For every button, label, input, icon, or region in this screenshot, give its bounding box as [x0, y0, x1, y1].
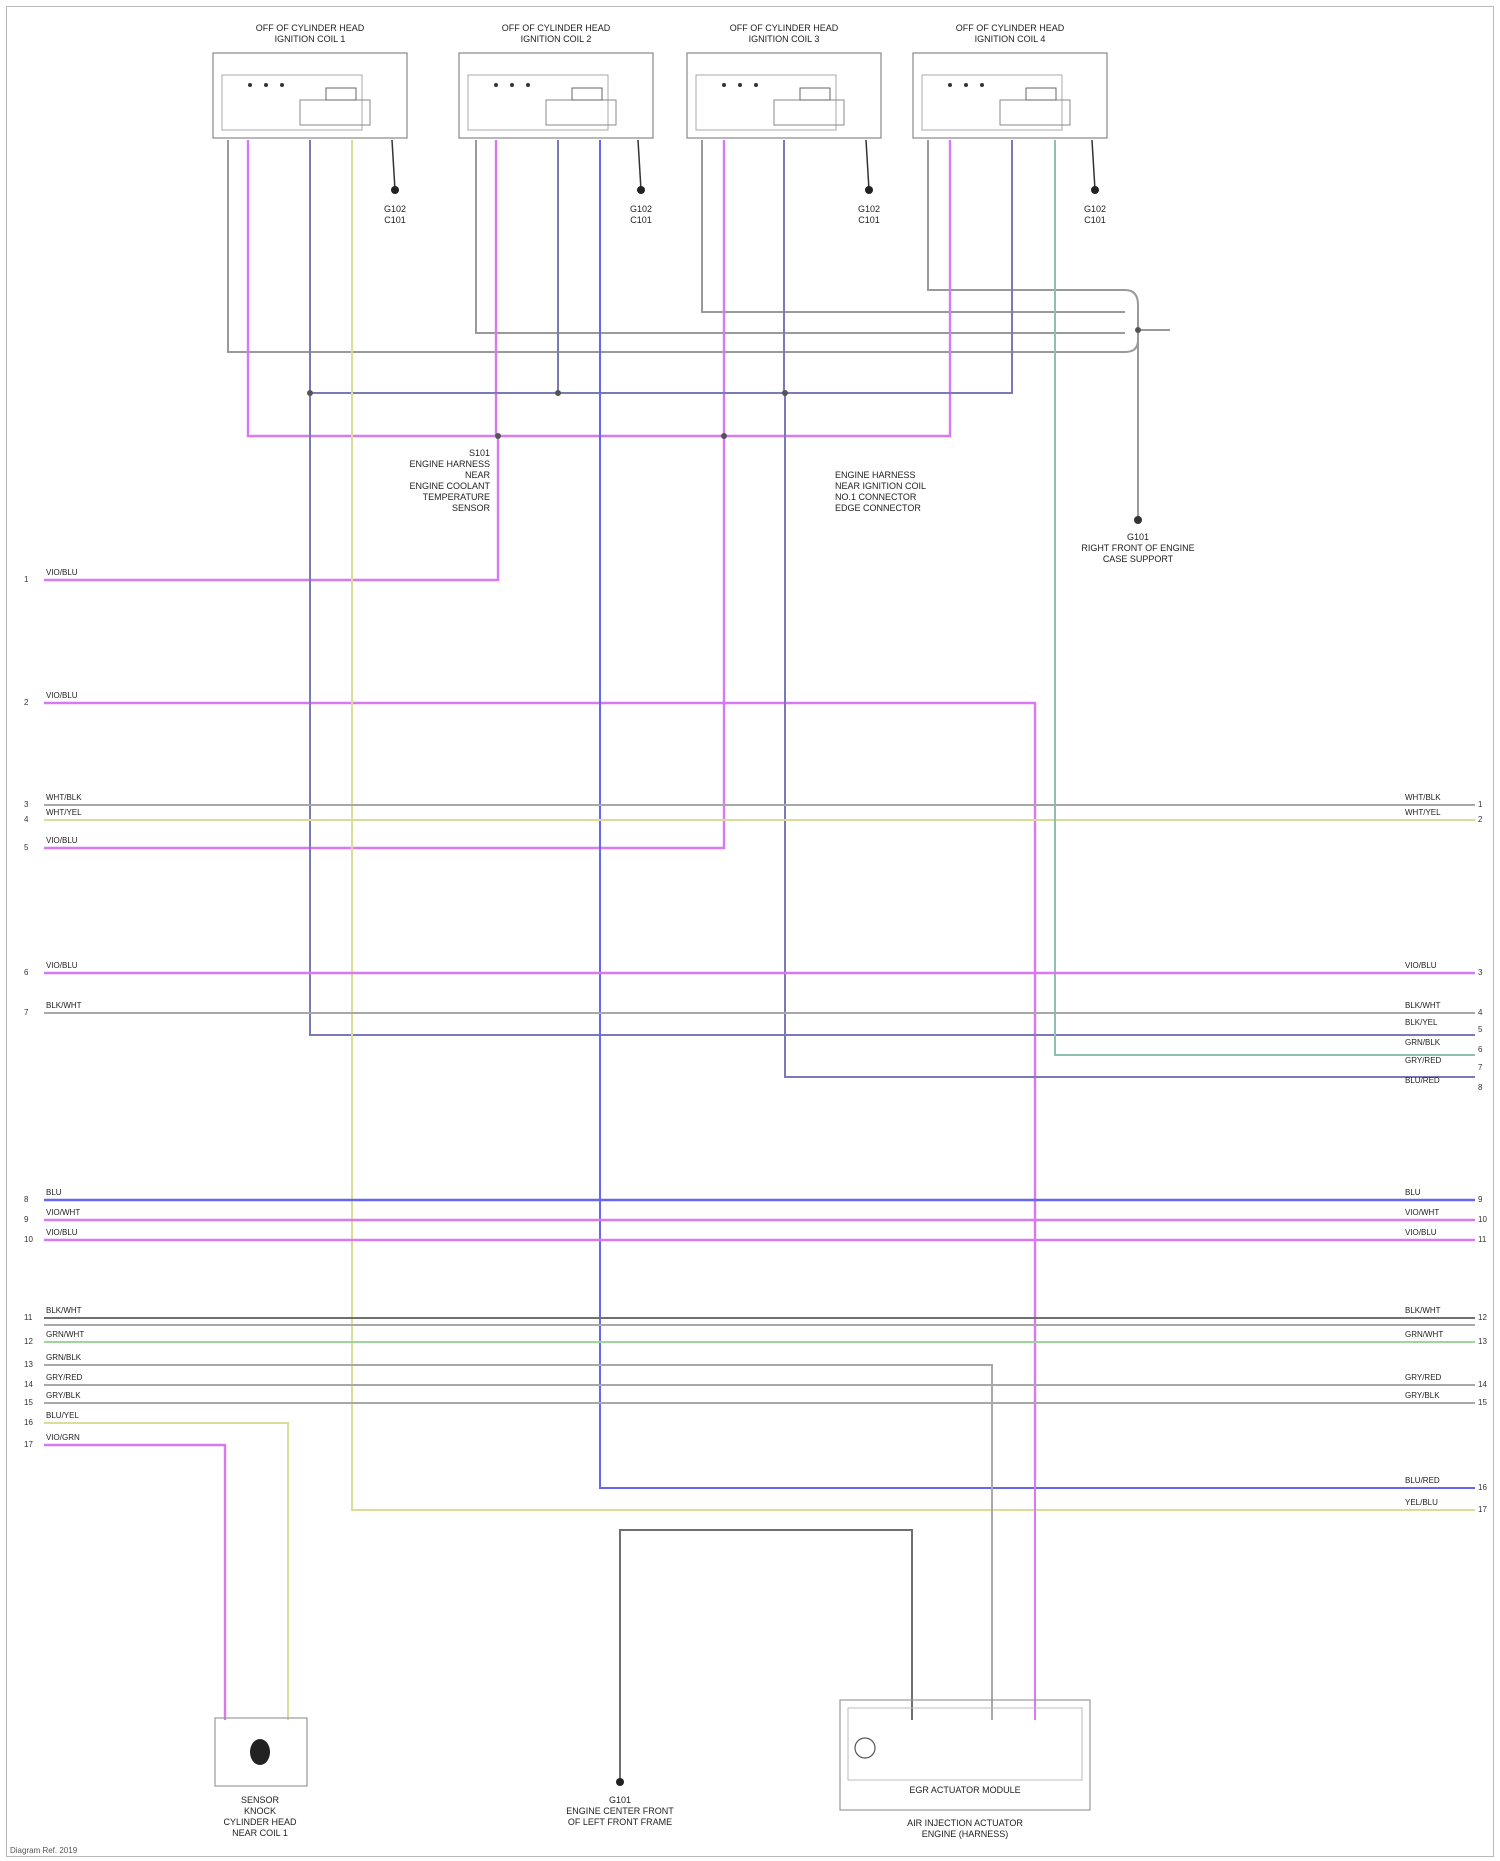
- actuator-title: EGR ACTUATOR MODULE: [909, 1785, 1020, 1796]
- left-wire-number: 5: [24, 843, 28, 852]
- right-wire-number: 13: [1478, 1337, 1487, 1346]
- right-wire-number: 10: [1478, 1215, 1487, 1224]
- right-wire-number: 1: [1478, 800, 1482, 809]
- left-wire-number: 12: [24, 1337, 33, 1346]
- right-wire-number: 17: [1478, 1505, 1487, 1514]
- right-wire-tag: BLK/WHT: [1405, 1001, 1441, 1010]
- right-wire-tag: BLU/RED: [1405, 1476, 1440, 1485]
- left-wire-tag: VIO/BLU: [46, 961, 78, 970]
- left-wire-number: 3: [24, 800, 28, 809]
- right-wire-number: 5: [1478, 1025, 1482, 1034]
- right-wire-number: 6: [1478, 1045, 1482, 1054]
- left-wire-tag: VIO/BLU: [46, 568, 78, 577]
- left-wire-tag: GRY/RED: [46, 1373, 82, 1382]
- left-wire-number: 1: [24, 575, 28, 584]
- right-wire-tag: VIO/BLU: [1405, 961, 1437, 970]
- right-wire-tag: YEL/BLU: [1405, 1498, 1438, 1507]
- left-wire-tag: VIO/BLU: [46, 691, 78, 700]
- left-wire-tag: VIO/BLU: [46, 1228, 78, 1237]
- right-wire-tag: VIO/WHT: [1405, 1208, 1439, 1217]
- right-wire-number: 16: [1478, 1483, 1487, 1492]
- right-wire-number: 2: [1478, 815, 1482, 824]
- left-wire-tag: BLU: [46, 1188, 62, 1197]
- right-wire-number: 4: [1478, 1008, 1482, 1017]
- right-wire-number: 15: [1478, 1398, 1487, 1407]
- left-wire-tag: BLK/WHT: [46, 1306, 82, 1315]
- left-wire-number: 4: [24, 815, 28, 824]
- right-wire-tag: WHT/YEL: [1405, 808, 1441, 817]
- right-wire-tag: BLU: [1405, 1188, 1421, 1197]
- left-wire-number: 2: [24, 698, 28, 707]
- coil-connectors: [213, 53, 1107, 138]
- right-wire-tag: GRN/BLK: [1405, 1038, 1440, 1047]
- right-wire-number: 7: [1478, 1063, 1482, 1072]
- right-wire-number: 3: [1478, 968, 1482, 977]
- right-wire-number: 11: [1478, 1235, 1486, 1244]
- left-wire-number: 6: [24, 968, 28, 977]
- left-wire-tag: VIO/WHT: [46, 1208, 80, 1217]
- left-wire-number: 13: [24, 1360, 33, 1369]
- right-wire-number: 8: [1478, 1083, 1482, 1092]
- right-wire-number: 14: [1478, 1380, 1487, 1389]
- left-wire-number: 8: [24, 1195, 28, 1204]
- left-wire-tag: GRY/BLK: [46, 1391, 81, 1400]
- right-wire-tag: BLK/WHT: [1405, 1306, 1441, 1315]
- left-wire-number: 7: [24, 1008, 28, 1017]
- left-wire-tag: BLK/WHT: [46, 1001, 82, 1010]
- right-wire-tag: GRY/RED: [1405, 1056, 1441, 1065]
- left-wire-number: 17: [24, 1440, 33, 1449]
- right-wire-number: 9: [1478, 1195, 1482, 1204]
- right-wire-tag: GRY/BLK: [1405, 1391, 1440, 1400]
- right-wire-tag: GRN/WHT: [1405, 1330, 1443, 1339]
- right-wire-tag: BLK/YEL: [1405, 1018, 1437, 1027]
- left-wire-number: 11: [24, 1313, 32, 1322]
- left-wire-number: 9: [24, 1215, 28, 1224]
- left-wire-tag: VIO/BLU: [46, 836, 78, 845]
- left-wire-number: 16: [24, 1418, 33, 1427]
- left-wire-number: 15: [24, 1398, 33, 1407]
- left-wire-tag: GRN/BLK: [46, 1353, 81, 1362]
- left-wire-number: 10: [24, 1235, 33, 1244]
- left-wire-tag: WHT/BLK: [46, 793, 82, 802]
- left-wire-tag: BLU/YEL: [46, 1411, 79, 1420]
- right-wire-tag: WHT/BLK: [1405, 793, 1441, 802]
- left-wire-tag: VIO/GRN: [46, 1433, 80, 1442]
- right-wire-tag: BLU/RED: [1405, 1076, 1440, 1085]
- left-wire-number: 14: [24, 1380, 33, 1389]
- left-wire-tag: WHT/YEL: [46, 808, 82, 817]
- footer-note: Diagram Ref. 2019: [10, 1846, 77, 1855]
- right-wire-number: 12: [1478, 1313, 1487, 1322]
- right-wire-tag: VIO/BLU: [1405, 1228, 1437, 1237]
- left-wire-tag: GRN/WHT: [46, 1330, 84, 1339]
- right-wire-tag: GRY/RED: [1405, 1373, 1441, 1382]
